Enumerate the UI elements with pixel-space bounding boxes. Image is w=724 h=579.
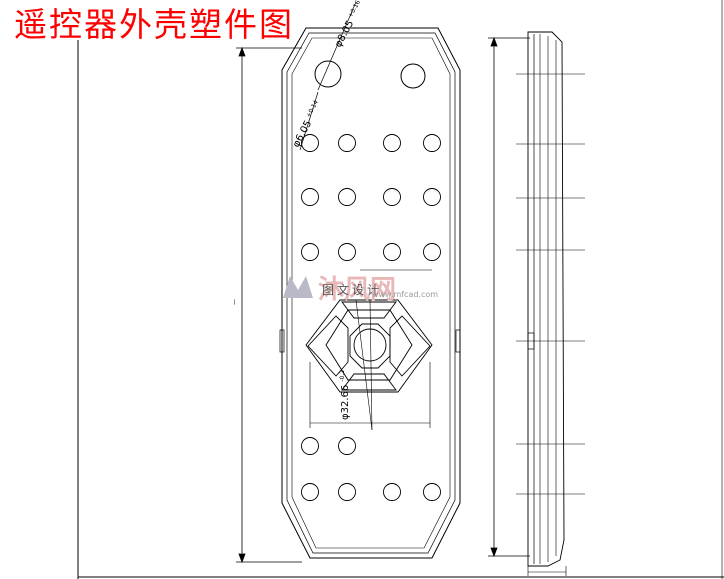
- button-hole: [301, 243, 319, 261]
- front-view-outline-mid: [286, 32, 456, 554]
- leader-center-opening: [355, 299, 373, 431]
- button-hole: [423, 134, 441, 152]
- button-hole: [338, 134, 356, 152]
- button-grid: [301, 134, 441, 501]
- side-length-dimension: [488, 36, 530, 558]
- button-hole: [383, 243, 401, 261]
- watermark-logo-icon: [283, 276, 313, 298]
- keypad-bottom-key: [341, 373, 397, 391]
- button-hole: [338, 437, 356, 455]
- watermark: 沐风网 图文设计 www.mfcad.com: [283, 275, 438, 305]
- button-hole: [423, 243, 441, 261]
- side-view: [516, 31, 585, 576]
- front-view-outline-outer: [281, 27, 461, 559]
- keypad-outer-shape: [305, 299, 433, 393]
- button-hole: [301, 134, 319, 152]
- button-hole: [301, 483, 319, 501]
- button-hole: [383, 188, 401, 206]
- watermark-subtitle: 图文设计: [322, 282, 382, 297]
- keypad-right-key: [389, 315, 431, 377]
- dimension-labels: φ8.05 +0.16 φ6.05 +0.14 φ32.66 -0.2: [290, 0, 366, 420]
- button-hole: [301, 188, 319, 206]
- button-hole: [423, 188, 441, 206]
- large-hole-left: [314, 60, 342, 88]
- keypad-center-octagon: [349, 323, 391, 369]
- button-hole: [423, 483, 441, 501]
- button-hole: [383, 483, 401, 501]
- leader-large-hole: [317, 1, 357, 91]
- keypad-inner-frame: [325, 309, 413, 381]
- large-hole-right: [400, 63, 426, 89]
- front-view: [279, 1, 461, 559]
- watermark-url: www.mfcad.com: [372, 290, 438, 299]
- leader-center-opening-2: [369, 299, 373, 431]
- front-view-outline-inner: [291, 37, 451, 549]
- keypad-top-key: [341, 301, 397, 319]
- side-view-outline: [527, 31, 565, 567]
- button-hole: [338, 188, 356, 206]
- keypad-center-circle: [353, 328, 387, 362]
- watermark-logo-text: 沐风网: [318, 275, 396, 305]
- drawing-title: 遥控器外壳塑件图: [14, 5, 294, 44]
- front-notch-left: [279, 329, 285, 353]
- button-hole: [338, 483, 356, 501]
- large-hole-dim-text: φ8.05 +0.16: [332, 0, 366, 49]
- center-keypad: [305, 299, 433, 393]
- button-hole: [338, 243, 356, 261]
- overall-length-label: —: [231, 299, 238, 305]
- button-hole: [301, 437, 319, 455]
- small-hole-dim-text: φ6.05 +0.14: [290, 99, 324, 149]
- front-notch-right: [455, 329, 461, 353]
- center-opening-dim-text: φ32.66 -0.2: [339, 370, 351, 420]
- keypad-left-key: [307, 315, 349, 377]
- leader-small-hole: [299, 91, 319, 151]
- overall-length-dimension: [236, 46, 302, 564]
- button-hole: [383, 134, 401, 152]
